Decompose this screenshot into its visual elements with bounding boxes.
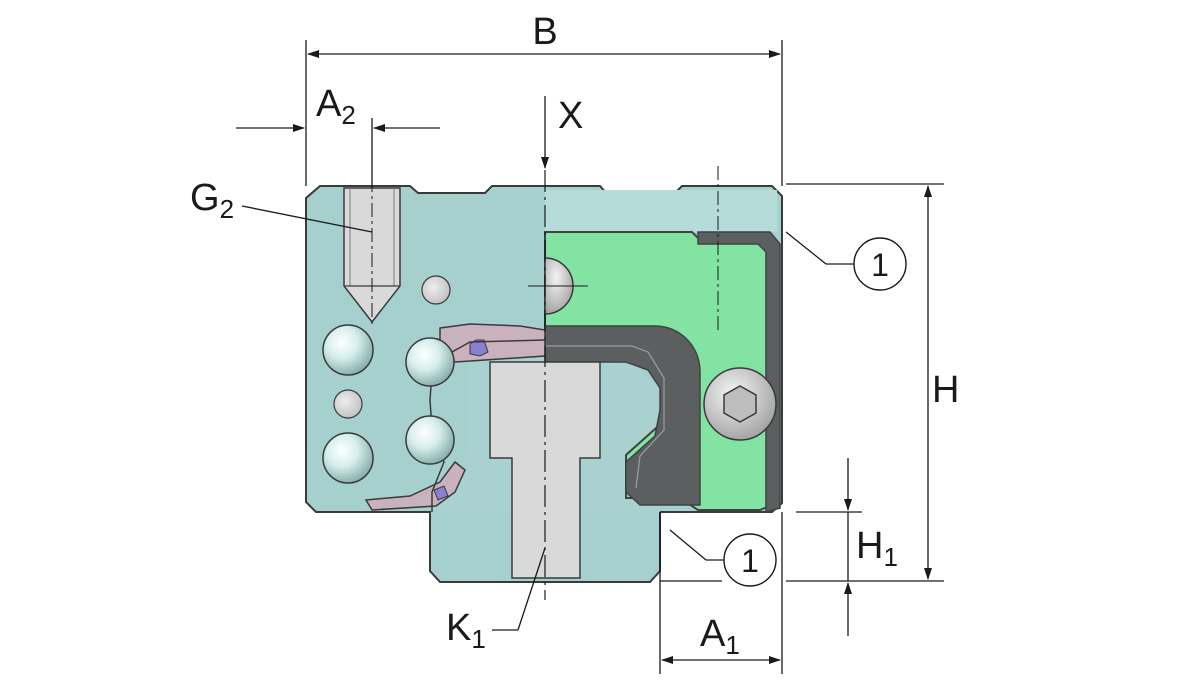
return-hole [333,389,363,419]
dark-seal-inner-line [545,345,665,489]
label-B: B [532,11,557,53]
dimensions: B A2 X G2 H H1 A1 K1 [190,11,959,674]
center-lines [371,166,719,600]
return-hole [421,275,451,305]
screws [544,257,777,441]
leader-K1 [517,547,546,631]
callout-circle-bottom [723,533,777,587]
label-H: H [932,369,959,411]
label-A2: A2 [316,83,356,130]
leader-callout-bottom [669,529,707,561]
rolling-balls [322,275,455,484]
label-A1: A1 [700,613,740,660]
ball [405,415,455,465]
hex-socket-icon [723,385,757,423]
ball [405,337,455,387]
callout-label-bottom: 1 [741,543,759,579]
leader-callout-top [785,231,827,265]
label-X: X [558,95,583,137]
ball [322,432,374,484]
ball [322,324,374,376]
retainer-accent-top [469,339,489,357]
label-H1: H1 [856,525,898,572]
callout-label-top: 1 [871,247,889,283]
callout-circle-top [853,237,907,291]
retainer-accent-bottom [433,485,449,501]
label-K1: K1 [446,607,486,654]
leader-G2 [241,205,373,233]
raceway-groove [429,339,546,512]
ball-retainer-top [439,323,546,363]
dark-seal-rail [544,325,701,506]
label-G2: G2 [190,177,234,224]
carriage-top-band-right [545,190,777,232]
